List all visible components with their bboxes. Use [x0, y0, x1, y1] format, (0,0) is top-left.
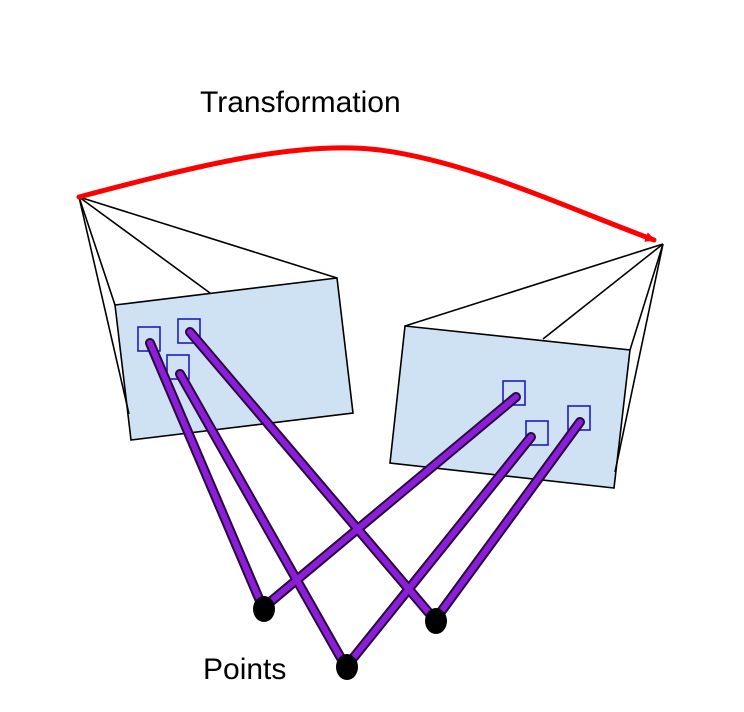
transformation-label: Transformation: [200, 86, 401, 119]
ray-right-to-point-b: [343, 434, 534, 670]
left-frustum-lines: [78, 196, 338, 415]
ray-right-to-point-c: [432, 419, 583, 623]
points-label: Points: [203, 653, 287, 686]
world-point-icon: [336, 654, 358, 680]
left-camera: [78, 196, 354, 441]
ray-left-to-point-b: [177, 371, 349, 670]
ray-left-to-point-a: [147, 340, 266, 611]
left-image-plane: [114, 277, 354, 441]
feature-square-icon: [177, 318, 201, 344]
ray-left-to-point-c: [187, 329, 438, 623]
ray-right-to-point-a: [260, 394, 519, 611]
transformation-arrow: [76, 145, 657, 243]
world-points: [253, 596, 447, 680]
rays: [147, 329, 583, 670]
world-point-icon: [425, 608, 447, 634]
right-camera: [389, 243, 664, 489]
world-point-icon: [253, 596, 275, 622]
right-frustum-lines: [404, 243, 664, 473]
feature-square-icon: [525, 420, 549, 446]
